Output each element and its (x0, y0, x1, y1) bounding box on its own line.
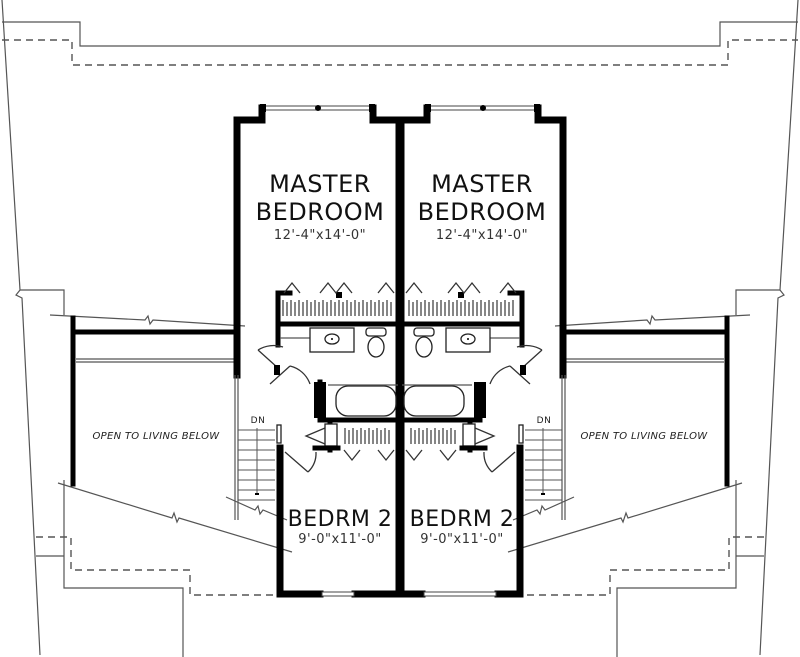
master-bedroom-right-line1: MASTER (431, 170, 533, 198)
master-bedroom-right-line2: BEDROOM (417, 198, 547, 226)
open-area-left-walls (70, 315, 241, 487)
stairs-right (518, 375, 566, 520)
open-to-living-below-right: OPEN TO LIVING BELOW (580, 431, 708, 442)
bedroom2-left-dimensions: 9'-0"x11'-0" (298, 532, 382, 547)
break-lines (49, 314, 751, 553)
bedroom2-walls (276, 417, 524, 598)
windows-top (260, 104, 540, 112)
bedroom2-right-label: BEDRM 2 (409, 507, 515, 532)
master-bedrooms-walls (233, 104, 567, 597)
open-to-living-below-left: OPEN TO LIVING BELOW (92, 431, 220, 442)
stair-down-right-label: DN (536, 416, 552, 426)
open-area-right-walls (559, 315, 730, 487)
master-bedroom-right-dimensions: 12'-4"x14'-0" (435, 228, 529, 243)
master-bedroom-left-line1: MASTER (269, 170, 371, 198)
master-bedroom-left-label: MASTER BEDROOM (250, 170, 390, 226)
stairs-left (234, 375, 282, 520)
bedroom2-left-label: BEDRM 2 (287, 507, 393, 532)
master-bedroom-left-dimensions: 12'-4"x14'-0" (273, 228, 367, 243)
bathrooms (257, 327, 543, 423)
bedroom2-right-dimensions: 9'-0"x11'-0" (420, 532, 504, 547)
master-bedroom-left-line2: BEDROOM (255, 198, 385, 226)
bottom-outline (36, 480, 764, 657)
master-closets (275, 281, 525, 348)
stair-down-left-label: DN (250, 416, 266, 426)
master-bedroom-right-label: MASTER BEDROOM (412, 170, 552, 226)
